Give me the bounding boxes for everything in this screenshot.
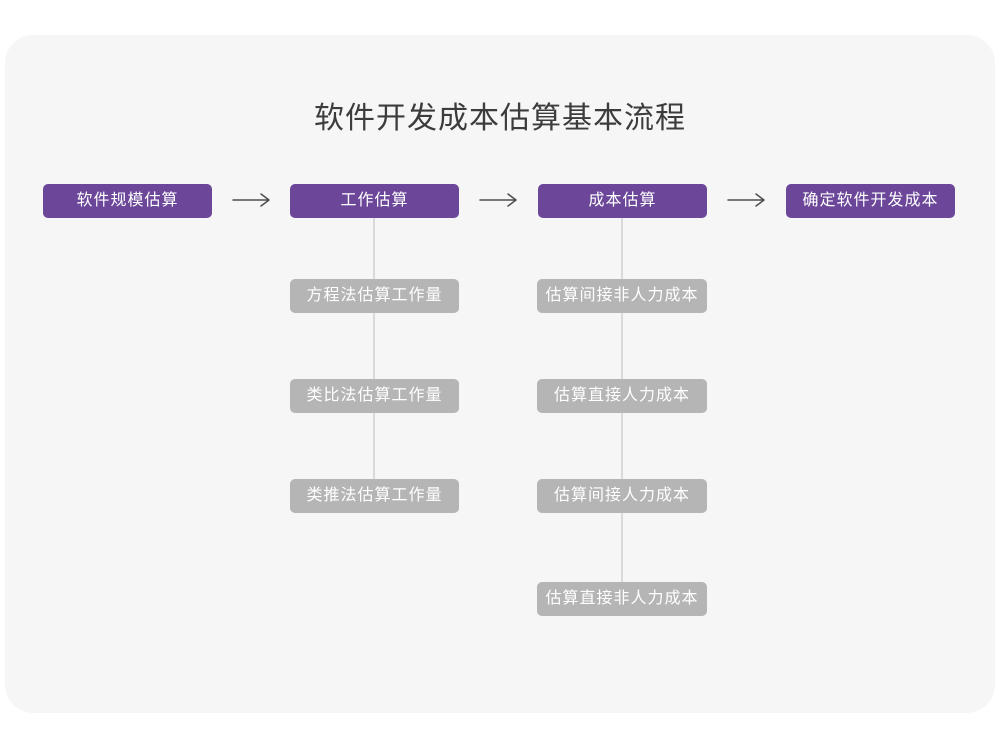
node-direct-non-labor-cost: 估算直接非人力成本 xyxy=(537,582,707,616)
diagram-canvas xyxy=(5,35,995,713)
arrow-right-icon xyxy=(479,193,517,207)
node-extrapolation-method-workload: 类推法估算工作量 xyxy=(290,479,459,513)
arrow-right-icon xyxy=(232,193,270,207)
connector-line-work xyxy=(373,218,375,480)
node-software-scale-estimation: 软件规模估算 xyxy=(43,184,212,218)
node-direct-labor-cost: 估算直接人力成本 xyxy=(537,379,707,413)
node-work-estimation: 工作估算 xyxy=(290,184,459,218)
node-indirect-non-labor-cost: 估算间接非人力成本 xyxy=(537,279,707,313)
node-determine-software-dev-cost: 确定软件开发成本 xyxy=(786,184,955,218)
node-equation-method-workload: 方程法估算工作量 xyxy=(290,279,459,313)
page-title: 软件开发成本估算基本流程 xyxy=(314,102,686,135)
node-cost-estimation: 成本估算 xyxy=(538,184,707,218)
node-analogy-method-workload: 类比法估算工作量 xyxy=(290,379,459,413)
node-indirect-labor-cost: 估算间接人力成本 xyxy=(537,479,707,513)
arrow-right-icon xyxy=(727,193,765,207)
